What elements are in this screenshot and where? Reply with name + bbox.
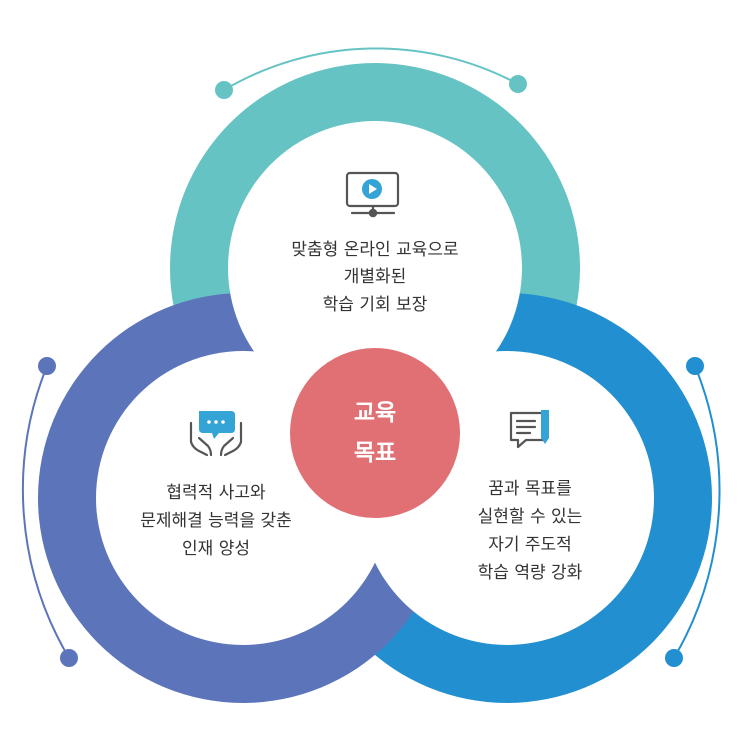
goal-top-line1: 맞춤형 온라인 교육으로 [291, 240, 458, 260]
goal-left-line3: 인재 양성 [182, 539, 250, 559]
center-label-line1: 교육 [354, 400, 396, 426]
decorative-arc-left [21, 357, 78, 667]
monitor-play-icon [345, 171, 400, 218]
goal-right-line4: 학습 역량 강화 [478, 563, 583, 583]
document-pen-icon [509, 410, 549, 449]
decorative-arc-top [215, 47, 527, 99]
goal-right-line2: 실현할 수 있는 [478, 507, 583, 527]
goal-right-line3: 자기 주도적 [488, 535, 572, 555]
goal-left-line1: 협력적 사고와 [166, 483, 266, 503]
goal-top-line2: 개별화된 [344, 267, 407, 287]
center-label-line2: 목표 [354, 440, 396, 466]
goal-top-line3: 학습 기회 보장 [323, 295, 428, 315]
hands-chat-icon [189, 411, 243, 457]
goal-right-line1: 꿈과 목표를 [488, 479, 572, 499]
decorative-arc-right [665, 357, 721, 667]
goal-left-line2: 문제해결 능력을 갖춘 [140, 511, 292, 531]
center-goal-circle [290, 348, 460, 518]
